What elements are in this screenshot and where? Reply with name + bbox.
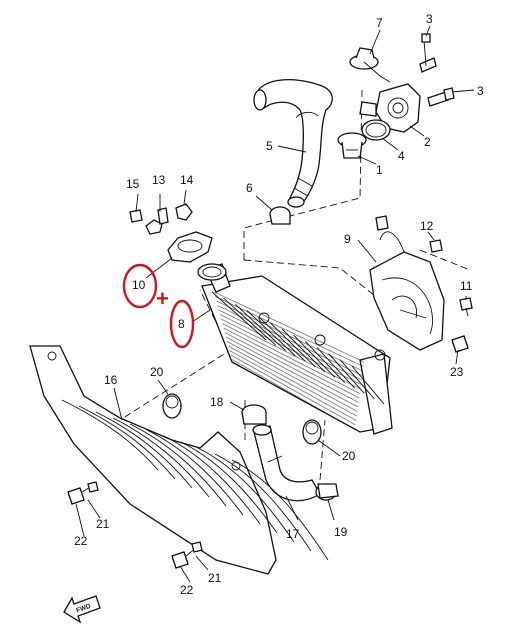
bolt-icon [427,87,455,107]
thermostat-icon [337,132,367,159]
callout-11: 11 [460,279,473,293]
bracket-icon [145,207,169,235]
callout-21: 21 [208,571,222,585]
callout-18: 18 [210,395,224,409]
fwd-label: FWD [75,603,92,615]
callout-2: 2 [424,135,431,149]
callout-12: 12 [420,219,434,233]
callout-20: 20 [342,449,356,463]
fwd-arrow-icon: FWD [63,595,101,624]
callout-1: 1 [376,163,383,177]
callout-17: 17 [286,527,300,541]
bolt-icon [419,33,437,73]
plus-sign: + [156,286,169,311]
leader-lines [75,25,475,583]
radiator-core [197,263,393,435]
radiator-cap-icon [167,231,213,263]
callout-16: 16 [104,373,118,387]
callout-5: 5 [266,139,273,153]
callout-6: 6 [246,181,253,195]
callout-10: 10 [132,278,146,292]
bolt-icon [429,239,473,317]
cover-slats [61,399,329,561]
callout-21: 21 [96,517,110,531]
upper-radiator-hose [253,79,333,208]
o-ring-icon [361,119,391,141]
callout-19: 19 [334,525,348,539]
callout-22: 22 [74,534,88,548]
bolt-icon [171,541,203,569]
bolt-icon [129,209,143,223]
hose-clamp-icon [269,206,291,225]
cooling-fan [369,215,445,351]
callout-14: 14 [180,173,194,187]
collar-icon [451,335,469,353]
callout-4: 4 [398,149,405,163]
callout-9: 9 [344,232,351,246]
hose-clamp-icon [241,404,267,425]
radiator-side-cover [29,345,329,575]
drain-screw-icon [175,203,193,221]
callout-7: 7 [376,16,383,30]
callout-13: 13 [152,173,166,187]
callout-22: 22 [180,583,194,597]
highlight-markup: + [122,263,195,349]
callout-3: 3 [426,12,433,26]
callout-labels: 7 3 3 2 4 1 5 6 15 13 14 10 8 9 12 11 23… [74,12,484,597]
grommet-icon [302,419,322,445]
radiator-fins [211,291,385,430]
hose-clamp-icon [315,483,339,501]
highlight-circle-10 [122,263,158,309]
thermostat-housing [349,47,421,133]
callout-3: 3 [477,84,484,98]
callout-8: 8 [178,317,185,331]
highlight-circle-8 [169,299,195,349]
lower-radiator-hose [252,424,321,502]
callout-20: 20 [150,365,164,379]
callout-15: 15 [126,177,140,191]
grommet-icon [162,393,182,419]
bolt-icon [67,481,99,505]
callout-23: 23 [450,365,464,379]
